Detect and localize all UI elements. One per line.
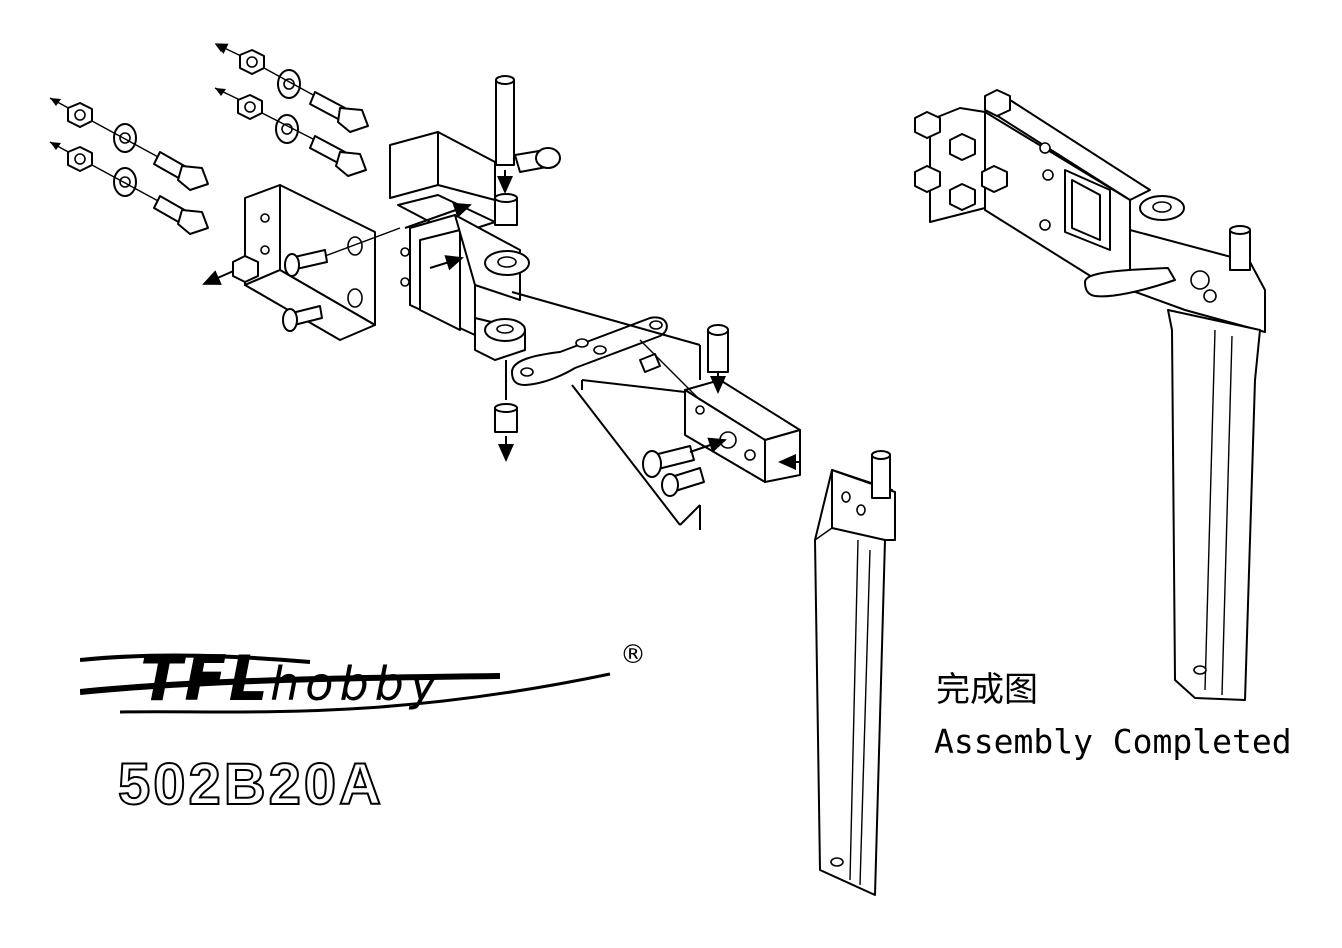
assembled-rudder-view (914, 89, 1266, 701)
nut-icon (914, 111, 941, 139)
rudder-blade-exploded (814, 450, 896, 896)
assembly-guide-lines (511, 291, 701, 530)
registered-mark: ® (620, 640, 646, 670)
nut-icon (949, 183, 976, 211)
nut-icon (949, 133, 976, 161)
nut-icon (984, 89, 1011, 117)
model-number: 502B20A (117, 751, 385, 818)
caption-chinese: 完成图 (936, 670, 1038, 710)
nut-icon (232, 255, 259, 283)
tfl-hobby-logo: TFLhobby ® (80, 640, 680, 730)
upper-bracket (389, 131, 530, 361)
caption-english: Assembly Completed (934, 722, 1292, 761)
logo-swoosh-icon (80, 653, 611, 714)
fastener-set-left (49, 97, 209, 235)
fastener-set-top (214, 43, 369, 177)
rudder-clamp-block (581, 324, 801, 497)
nut-icon (981, 165, 1008, 193)
tiller-arm (511, 316, 668, 386)
transom-mounting-plate (202, 184, 401, 341)
logo-wordmark: TFLhobby (140, 642, 444, 715)
nut-icon (914, 165, 941, 193)
pivot-pin-and-bushings (494, 75, 561, 462)
